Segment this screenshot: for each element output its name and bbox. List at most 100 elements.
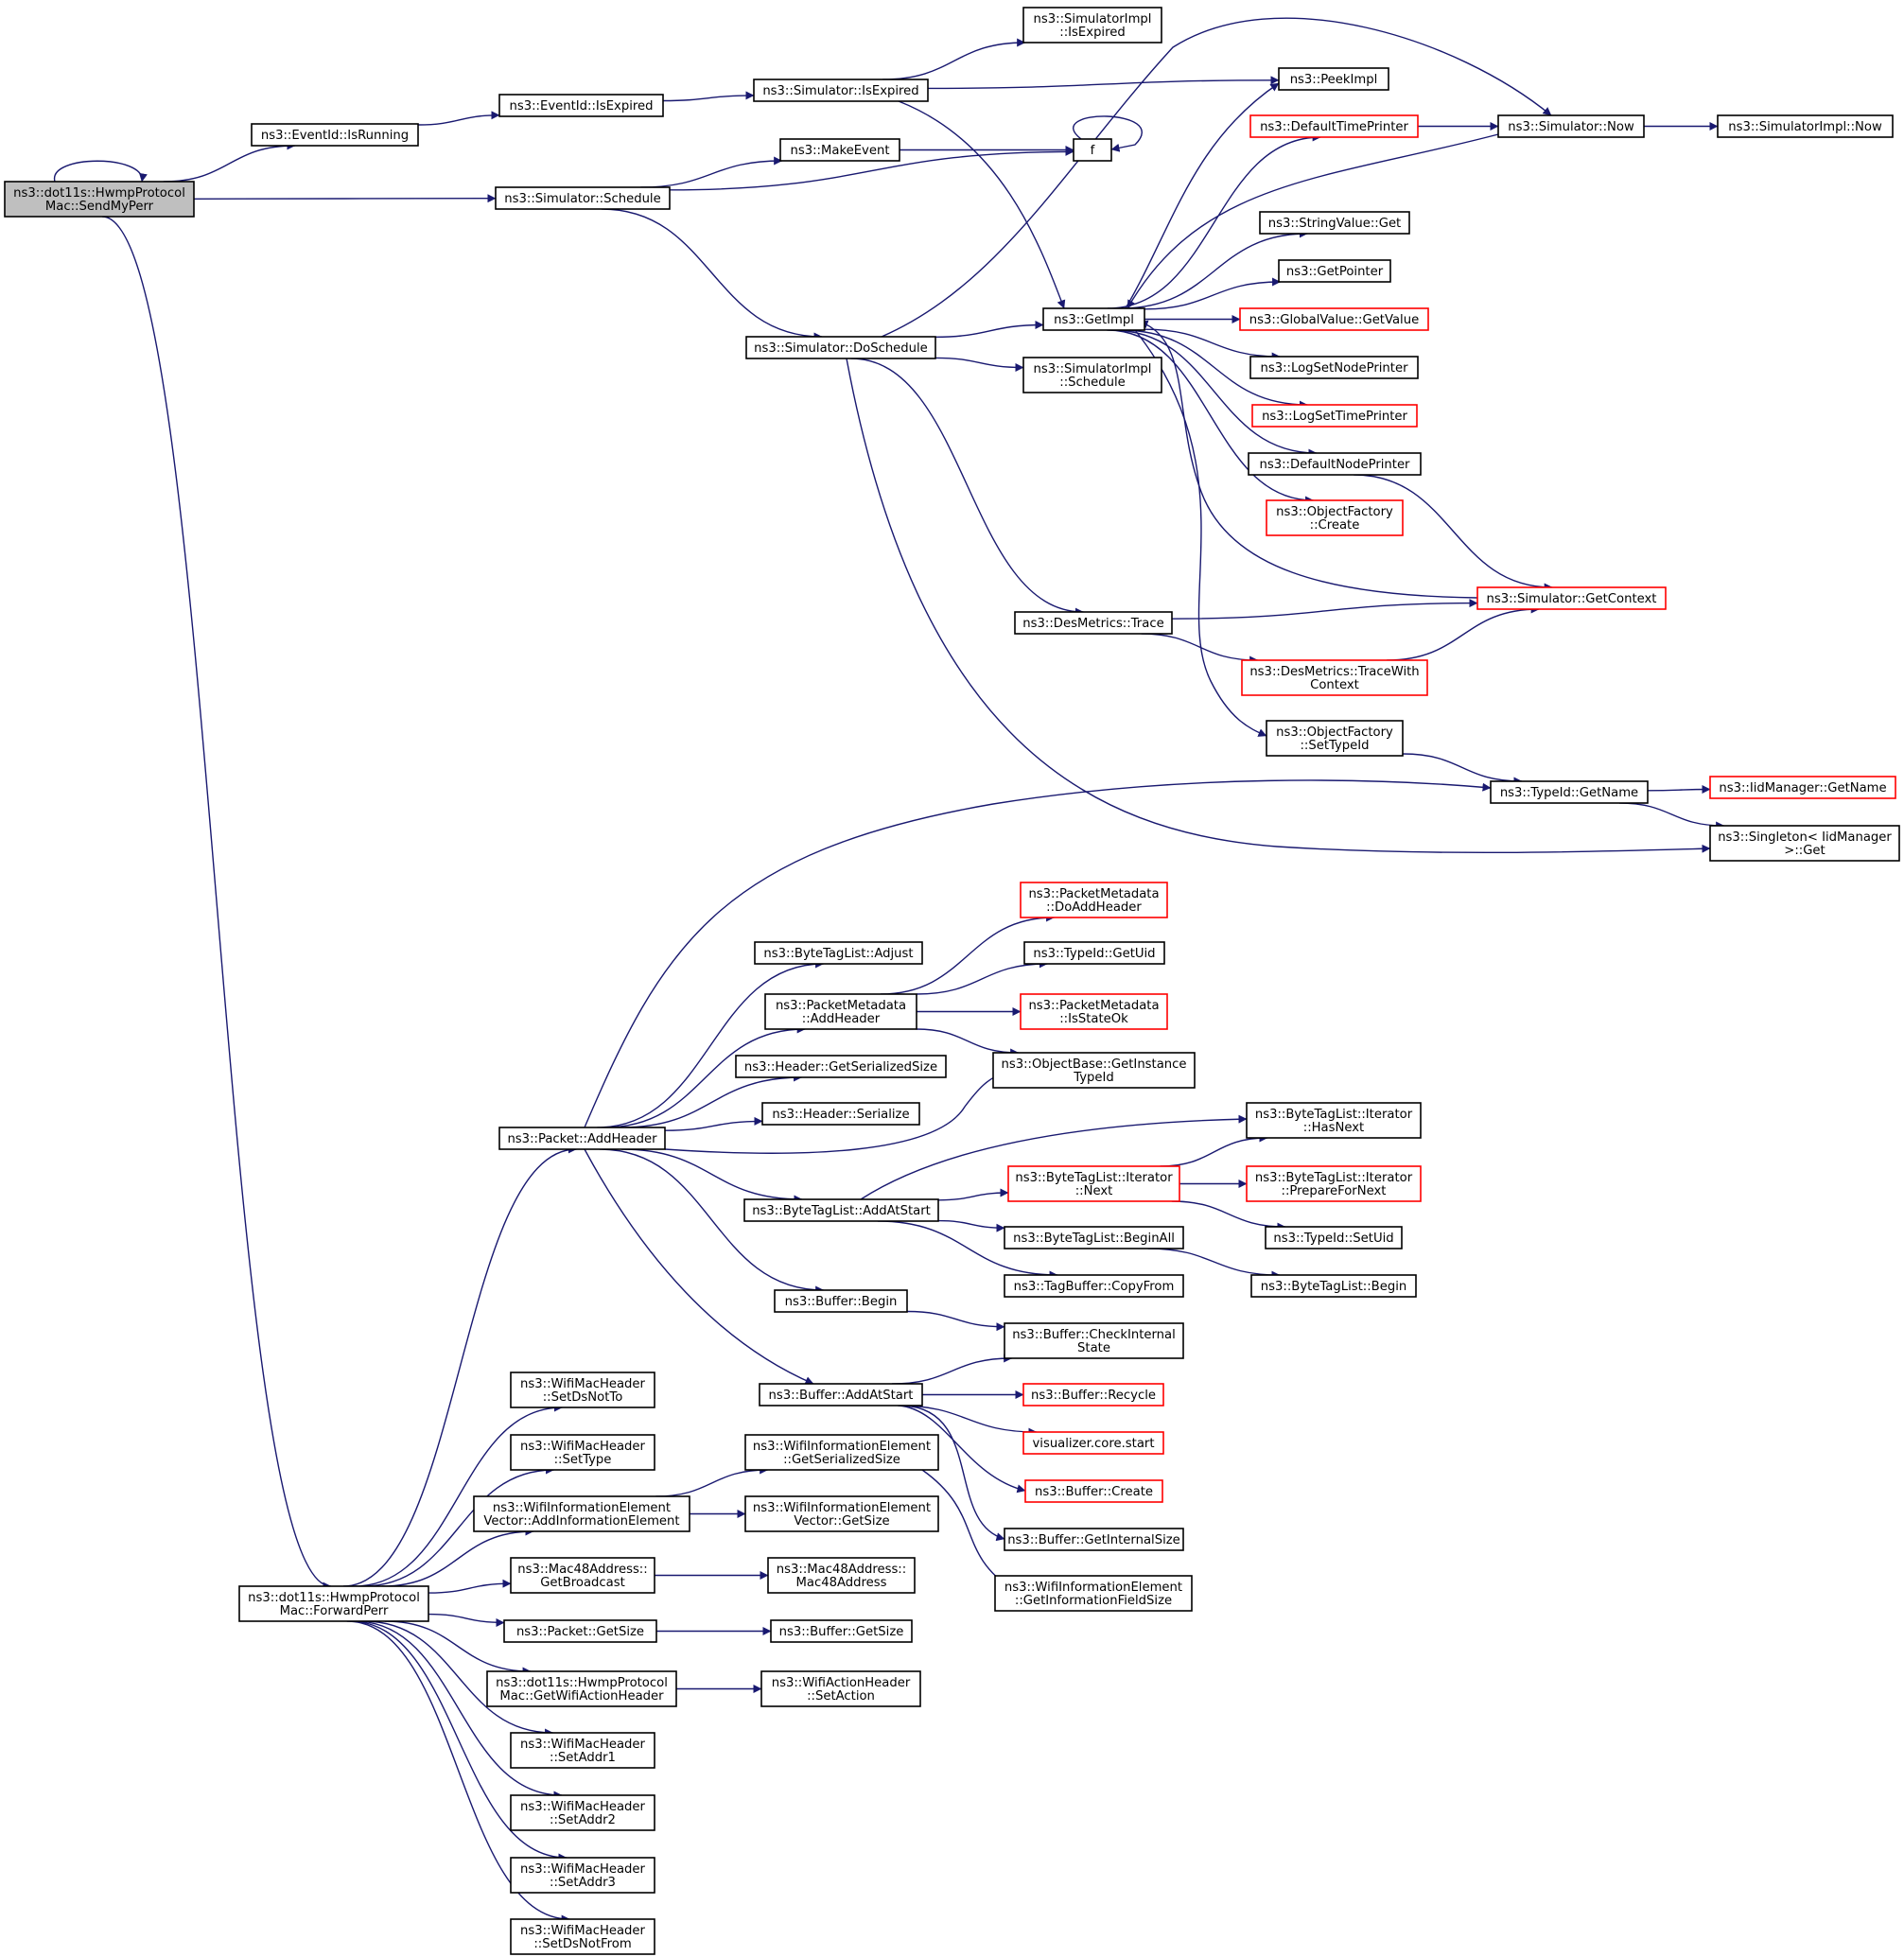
node-WMHSetDsNotTo[interactable]: ns3::WifiMacHeader::SetDsNotTo (510, 1372, 655, 1408)
edge-line (601, 208, 823, 341)
edge-line (902, 1405, 1005, 1542)
node-GetWifiActionHeader[interactable]: ns3::dot11s::HwmpProtocolMac::GetWifiAct… (486, 1670, 677, 1707)
node-label: ns3::LogSetNodePrinter (1260, 361, 1408, 376)
node-label: ns3::Mac48Address:: (777, 1563, 906, 1577)
node-ObjectFactorySetTypeId[interactable]: ns3::ObjectFactory::SetTypeId (1266, 720, 1404, 757)
node-BTLIterNext[interactable]: ns3::ByteTagList::Iterator::Next (1007, 1165, 1180, 1202)
node-PacketAddHeader[interactable]: ns3::Packet::AddHeader (498, 1127, 666, 1150)
node-BTLBeginAll[interactable]: ns3::ByteTagList::BeginAll (1004, 1226, 1184, 1249)
node-WIEVAddInformationElement[interactable]: ns3::WifiInformationElementVector::AddIn… (473, 1495, 690, 1532)
node-WMHSetAddr1[interactable]: ns3::WifiMacHeader::SetAddr1 (510, 1732, 655, 1769)
edge-line (349, 1620, 568, 1862)
node-SimGetContext[interactable]: ns3::Simulator::GetContext (1476, 586, 1667, 610)
node-Mac48Address[interactable]: ns3::Mac48Address::Mac48Address (767, 1557, 916, 1594)
node-TypeIdGetUid[interactable]: ns3::TypeId::GetUid (1023, 941, 1165, 965)
node-WMHSetDsNotFrom[interactable]: ns3::WifiMacHeader::SetDsNotFrom (510, 1918, 655, 1955)
edge-line (54, 160, 148, 183)
node-EventIdIsExpired[interactable]: ns3::EventId::IsExpired (498, 94, 664, 117)
node-DesMetricsTrace[interactable]: ns3::DesMetrics::Trace (1014, 611, 1173, 635)
node-label: ns3::PeekImpl (1290, 73, 1378, 87)
node-WIEVGetSize[interactable]: ns3::WifiInformationElementVector::GetSi… (744, 1495, 939, 1532)
node-LogSetNodePrinter[interactable]: ns3::LogSetNodePrinter (1249, 356, 1419, 379)
node-WIEGetSerializedSize[interactable]: ns3::WifiInformationElement::GetSerializ… (744, 1434, 939, 1471)
node-label: ns3::ByteTagList::Iterator (1015, 1171, 1173, 1185)
node-box (1073, 138, 1112, 162)
node-GlobalValueGetValue[interactable]: ns3::GlobalValue::GetValue (1239, 307, 1429, 331)
node-HeaderSerialize[interactable]: ns3::Header::Serialize (761, 1102, 920, 1126)
node-PMDoAddHeader[interactable]: ns3::PacketMetadata::DoAddHeader (1020, 882, 1168, 918)
node-label: ::GetInformationFieldSize (1015, 1594, 1172, 1608)
node-WIEGetInformationFieldSize[interactable]: ns3::WifiInformationElement::GetInformat… (994, 1575, 1193, 1612)
node-SimImplNow[interactable]: ns3::SimulatorImpl::Now (1717, 114, 1894, 138)
node-DefaultNodePrinter[interactable]: ns3::DefaultNodePrinter (1248, 452, 1422, 476)
node-WAHSetAction[interactable]: ns3::WifiActionHeader::SetAction (760, 1670, 921, 1707)
edge-line (384, 1620, 532, 1676)
node-PacketGetSize[interactable]: ns3::Packet::GetSize (503, 1619, 657, 1643)
node-PeekImpl[interactable]: ns3::PeekImpl (1278, 67, 1389, 91)
node-label: ns3::ByteTagList::Begin (1261, 1280, 1406, 1294)
edge-TypeIdGetName-to-SingletonGet (1618, 802, 1725, 830)
node-label: ::SetAddr3 (550, 1876, 616, 1890)
edge-PacketAddHeader-to-ObjectBaseGetInstanceTypeId (664, 1072, 1004, 1154)
node-label: ns3::SimulatorImpl::Now (1728, 120, 1882, 134)
node-ObjectFactoryCreate[interactable]: ns3::ObjectFactory::Create (1266, 499, 1404, 536)
node-ByteTagListAdjust[interactable]: ns3::ByteTagList::Adjust (754, 941, 923, 965)
node-VisualizerCoreStart[interactable]: visualizer.core.start (1022, 1431, 1164, 1455)
node-LogSetTimePrinter[interactable]: ns3::LogSetTimePrinter (1251, 404, 1418, 428)
node-TypeIdSetUid[interactable]: ns3::TypeId::SetUid (1265, 1226, 1403, 1249)
edge-line (1387, 604, 1540, 661)
node-BTLIterHasNext[interactable]: ns3::ByteTagList::Iterator::HasNext (1246, 1102, 1422, 1139)
node-box (1022, 1431, 1164, 1455)
node-WMHSetAddr3[interactable]: ns3::WifiMacHeader::SetAddr3 (510, 1857, 655, 1894)
node-BTLIterPrepareForNext[interactable]: ns3::ByteTagList::Iterator::PrepareForNe… (1246, 1165, 1422, 1202)
node-WMHSetType[interactable]: ns3::WifiMacHeader::SetType (510, 1434, 655, 1471)
edge-line (597, 959, 825, 1128)
node-TagBufferCopyFrom[interactable]: ns3::TagBuffer::CopyFrom (1004, 1274, 1184, 1298)
node-BufferGetSize[interactable]: ns3::Buffer::GetSize (770, 1619, 913, 1643)
node-PMIsStateOk[interactable]: ns3::PacketMetadata::IsStateOk (1020, 993, 1168, 1030)
edge-line (428, 1613, 505, 1627)
node-Mac48GetBroadcast[interactable]: ns3::Mac48Address::GetBroadcast (510, 1557, 655, 1594)
node-DefaultTimePrinter[interactable]: ns3::DefaultTimePrinter (1249, 114, 1419, 138)
node-BufferCreate[interactable]: ns3::Buffer::Create (1024, 1479, 1163, 1503)
node-ForwardPerr[interactable]: ns3::dot11s::HwmpProtocolMac::ForwardPer… (238, 1585, 429, 1622)
node-BufferAddAtStart[interactable]: ns3::Buffer::AddAtStart (759, 1383, 923, 1407)
node-BufferBegin[interactable]: ns3::Buffer::Begin (774, 1289, 908, 1313)
node-SimNow[interactable]: ns3::Simulator::Now (1497, 114, 1645, 138)
node-f[interactable]: f (1073, 138, 1112, 162)
node-PMAddHeader[interactable]: ns3::PacketMetadata::AddHeader (764, 993, 917, 1030)
node-BTLAddAtStart[interactable]: ns3::ByteTagList::AddAtStart (743, 1198, 939, 1222)
node-label: ::SetTypeId (1300, 739, 1369, 753)
node-IidManagerGetName[interactable]: ns3::IidManager::GetName (1709, 776, 1896, 799)
node-box (760, 1670, 921, 1707)
node-SimSchedule[interactable]: ns3::Simulator::Schedule (495, 186, 671, 210)
node-SingletonGet[interactable]: ns3::Singleton< IidManager >::Get (1709, 825, 1900, 862)
edge-SimDoSchedule-to-GetImpl (935, 321, 1044, 338)
edge-line (1127, 133, 1499, 309)
node-BufferRecycle[interactable]: ns3::Buffer::Recycle (1022, 1383, 1164, 1407)
node-StringValueGet[interactable]: ns3::StringValue::Get (1259, 211, 1410, 235)
node-HeaderGetSerializedSize[interactable]: ns3::Header::GetSerializedSize (735, 1055, 947, 1078)
node-SimIsExpired[interactable]: ns3::Simulator::IsExpired (753, 79, 929, 102)
node-EventIdIsRunning[interactable]: ns3::EventId::IsRunning (251, 123, 419, 147)
edge-BTLIterNext-to-TypeIdSetUid (1171, 1200, 1286, 1232)
node-GetPointer[interactable]: ns3::GetPointer (1278, 259, 1391, 283)
node-GetImpl[interactable]: ns3::GetImpl (1042, 307, 1145, 331)
node-SimDoSchedule[interactable]: ns3::Simulator::DoSchedule (745, 336, 936, 359)
node-MakeEvent[interactable]: ns3::MakeEvent (779, 138, 900, 162)
node-WMHSetAddr2[interactable]: ns3::WifiMacHeader::SetAddr2 (510, 1794, 655, 1831)
node-label: ns3::WifiInformationElement (753, 1440, 931, 1454)
edge-line (898, 100, 1066, 309)
node-box (1022, 7, 1162, 44)
node-BufferGetInternalSize[interactable]: ns3::Buffer::GetInternalSize (1004, 1528, 1184, 1551)
node-box (1246, 1102, 1422, 1139)
node-label: Mac::GetWifiActionHeader (499, 1689, 664, 1704)
node-SimImplSchedule[interactable]: ns3::SimulatorImpl::Schedule (1022, 357, 1162, 393)
node-BTLBegin[interactable]: ns3::ByteTagList::Begin (1250, 1274, 1417, 1298)
node-TypeIdGetName[interactable]: ns3::TypeId::GetName (1490, 780, 1649, 804)
edge-line (1171, 1200, 1286, 1232)
node-SimImplIsExpired[interactable]: ns3::SimulatorImpl::IsExpired (1022, 7, 1162, 44)
